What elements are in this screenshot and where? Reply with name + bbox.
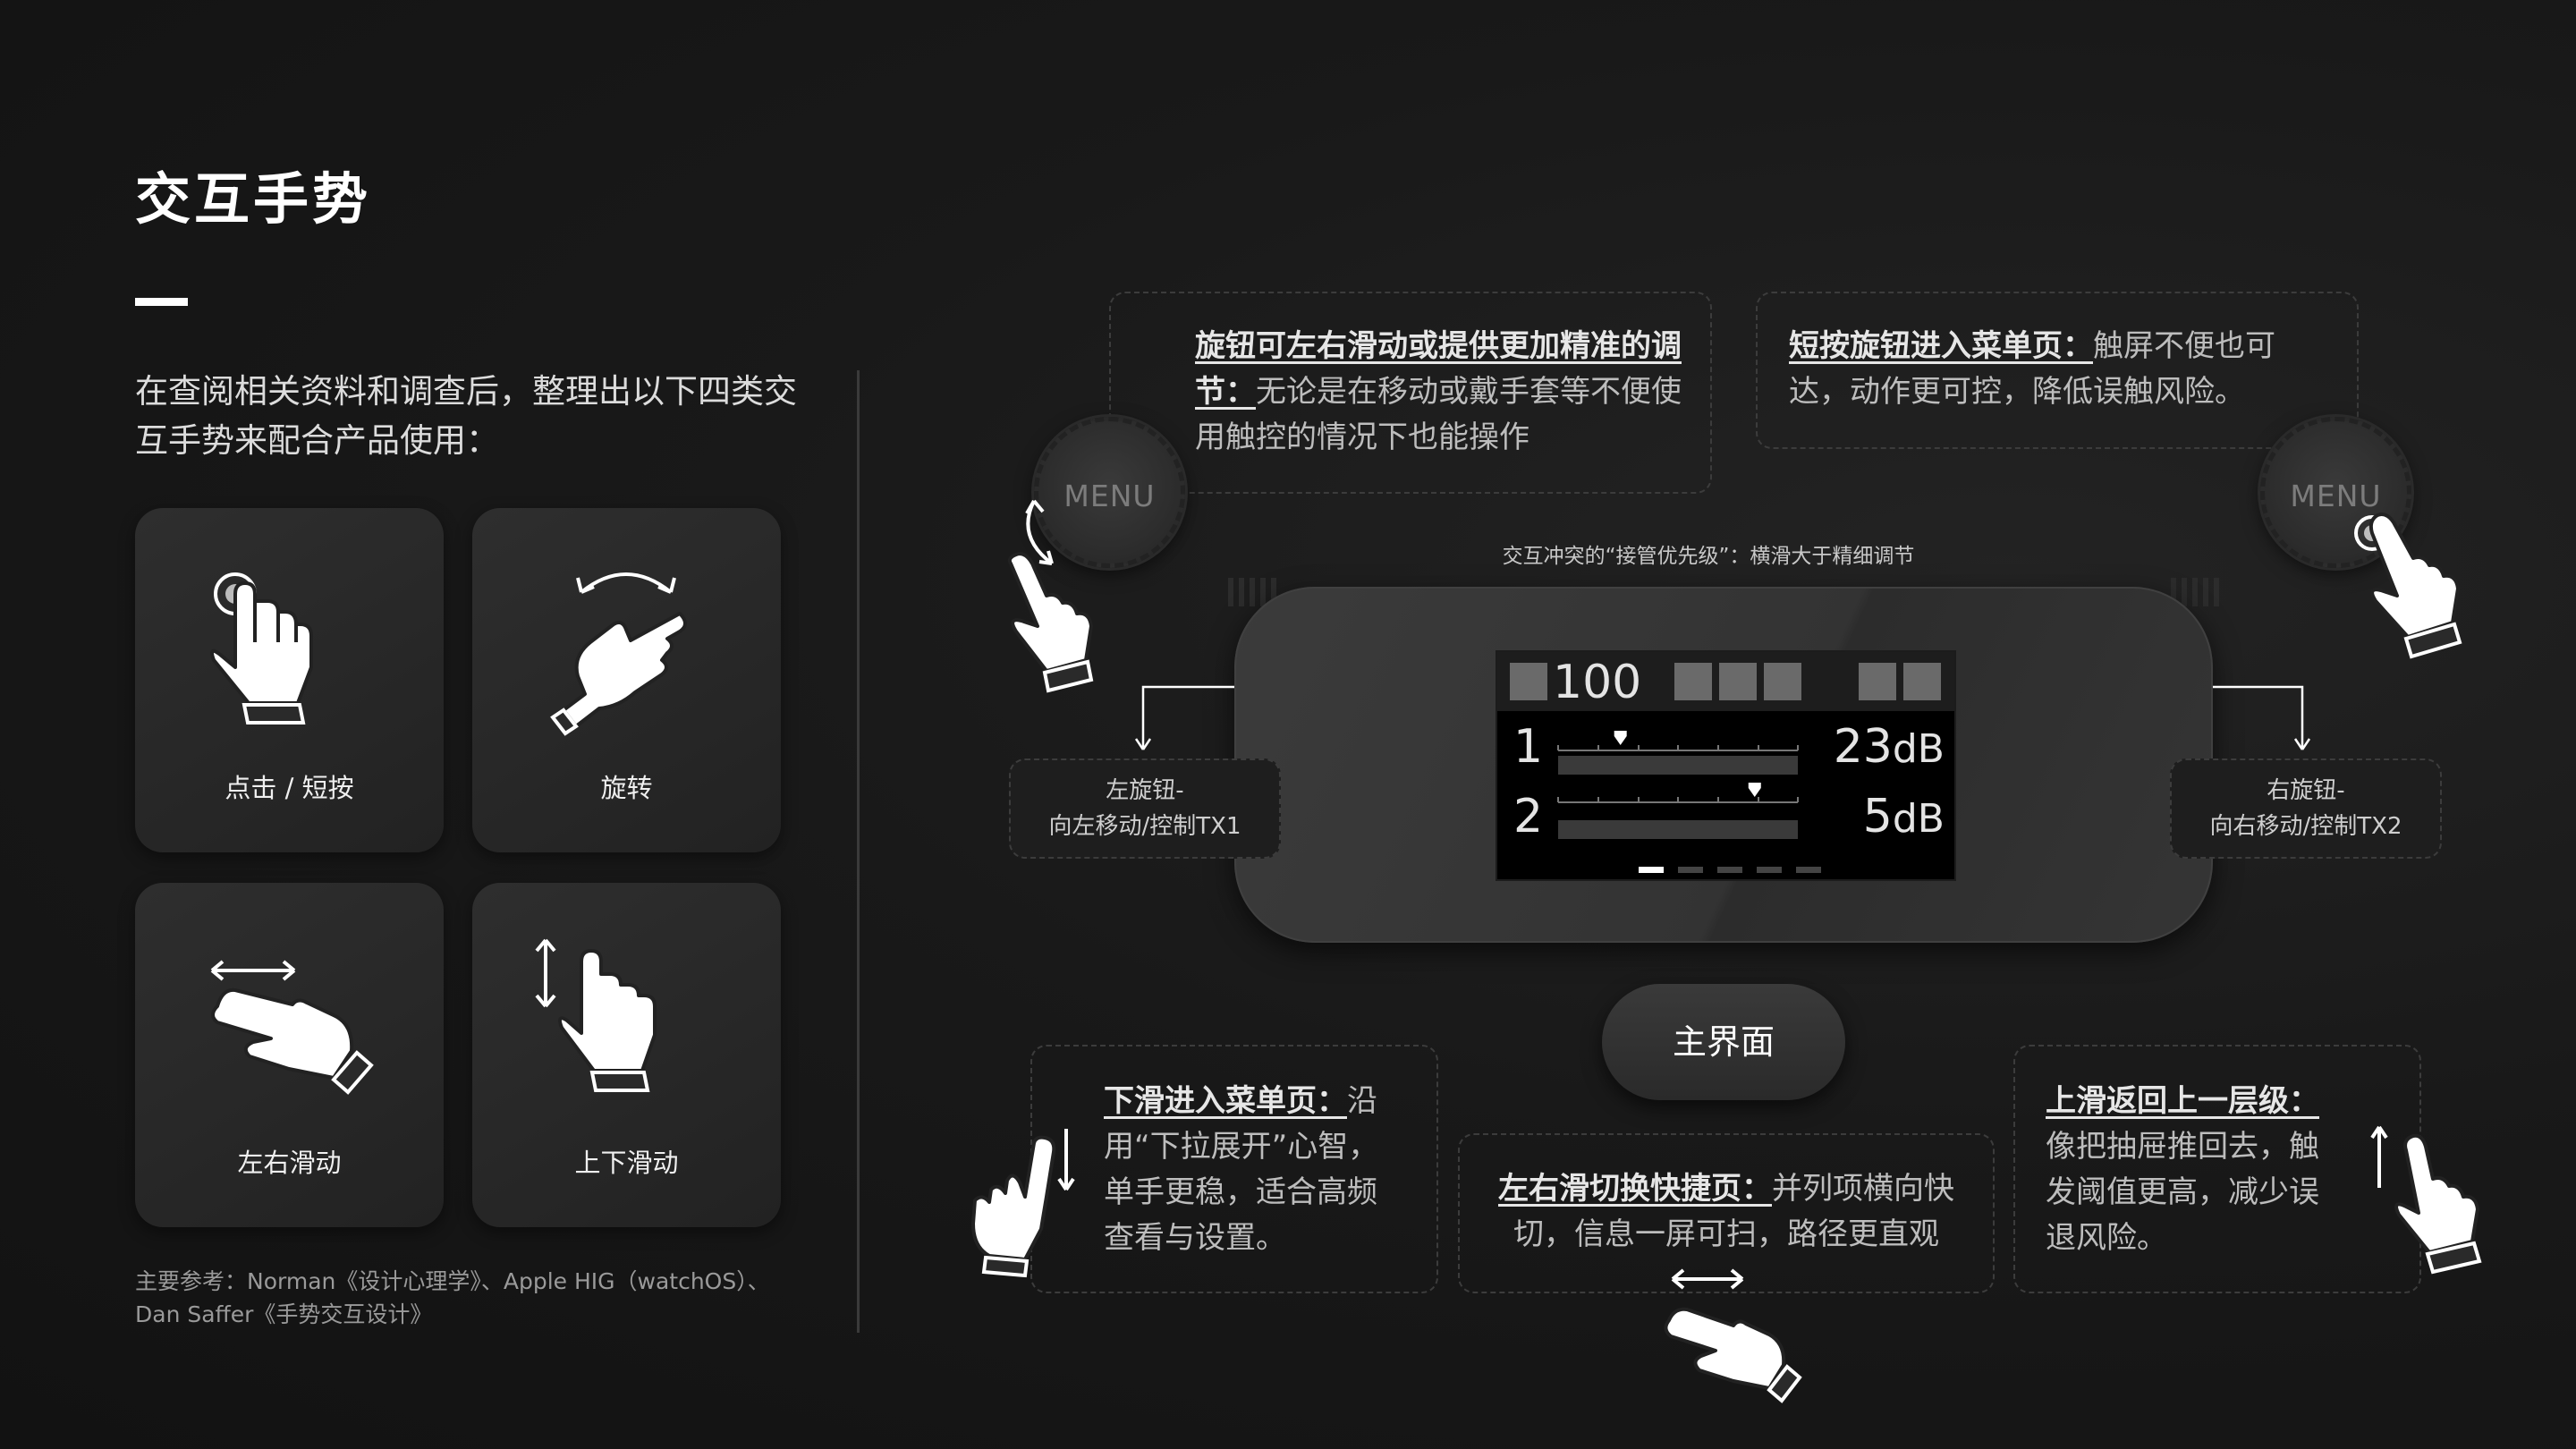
gesture-label-tap: 点击 / 短按 [225, 773, 354, 803]
page-dot [1796, 867, 1821, 873]
annotation-box-swipe-lr [1458, 1133, 1995, 1293]
status-square [1719, 663, 1757, 700]
device-screen[interactable]: 100 1 23dB 2 5dB [1496, 650, 1956, 881]
channel-2-reading: 5dB [1801, 790, 1945, 846]
gesture-card-horizontal-swipe[interactable]: 左右滑动 [135, 883, 444, 1227]
status-square [1859, 663, 1896, 700]
channel-1-unit: dB [1892, 726, 1945, 772]
annotation-knob-press: 短按旋钮进入菜单页：触屏不便也可达，动作更可控，降低误触风险。 [1789, 324, 2290, 415]
channel-2-scale [1557, 783, 1799, 803]
gesture-label-rotate: 旋转 [600, 773, 653, 803]
channel-2-index: 2 [1513, 790, 1544, 843]
annotation-swipe-up: 上滑返回上一层级： 像把抽屉推回去，触发阈值更高，减少误退风险。 [2046, 1079, 2341, 1261]
gesture-card-rotate[interactable]: 旋转 [472, 508, 781, 852]
annotation-knob-rotate: 旋钮可左右滑动或提供更加精准的调节：无论是在移动或戴手套等不便使用触控的情况下也… [1195, 324, 1696, 461]
annotation-swipe-up-heading: 上滑返回上一层级： [2046, 1083, 2319, 1119]
page-dot [1639, 867, 1664, 873]
annotation-knob-press-body: 触屏不便也可达，动作更可控，降低误触风险。 [1789, 328, 2275, 410]
annotation-swipe-up-body: 像把抽屉推回去，触发阈值更高，减少误退风险。 [2046, 1129, 2319, 1256]
vertical-swipe-hand-icon [535, 938, 657, 1092]
page-dot [1717, 867, 1742, 873]
right-knob-label-line2: 向右移动/控制TX2 [2209, 813, 2402, 840]
page-indicator [1639, 867, 1821, 874]
references: 主要参考：Norman《设计心理学》、Apple HIG（watchOS）、Da… [135, 1268, 770, 1327]
left-knob-label-line2: 向左移动/控制TX1 [1048, 813, 1241, 840]
annotation-box-knob-press [1756, 292, 2359, 449]
channel-1-reading: 23dB [1801, 720, 1945, 776]
channel-1-index: 1 [1513, 720, 1544, 774]
rotate-arrow-icon [1025, 499, 1054, 565]
annotation-knob-rotate-body: 无论是在移动或戴手套等不便使用触控的情况下也能操作 [1195, 374, 1682, 455]
gesture-card-vertical-swipe[interactable]: 上下滑动 [472, 883, 781, 1227]
swipe-up-hand-icon [2370, 1125, 2482, 1275]
channel-2-unit: dB [1892, 796, 1945, 842]
annotation-knob-press-heading: 短按旋钮进入菜单页： [1789, 328, 2093, 364]
status-square [1510, 663, 1547, 700]
left-knob-label-line1: 左旋钮- [1106, 777, 1184, 804]
annotation-swipe-down-heading: 下滑进入菜单页： [1104, 1083, 1347, 1119]
channel-1-value: 23 [1833, 720, 1893, 774]
left-knob[interactable]: MENU [1034, 417, 1185, 568]
channel-2-marker [1748, 783, 1761, 797]
annotation-swipe-lr-body: 并列项横向快切，信息一屏可扫，路径更直观 [1513, 1171, 1954, 1252]
right-knob-label-line1: 右旋钮- [2267, 777, 2345, 804]
title-underline [135, 298, 188, 306]
left-knob-label-box: 左旋钮- 向左移动/控制TX1 [1009, 758, 1281, 859]
annotation-box-knob-rotate [1109, 292, 1712, 494]
gesture-label-vertical-swipe: 上下滑动 [574, 1148, 679, 1178]
channel-2-value: 5 [1862, 790, 1893, 843]
right-knob[interactable]: MENU [2260, 417, 2411, 568]
gesture-card-tap[interactable]: 点击 / 短按 [135, 508, 444, 852]
left-knob-rotate-hand-icon [1007, 552, 1094, 693]
right-antenna-grille [2171, 578, 2219, 606]
rotate-hand-icon [550, 572, 687, 736]
page-title: 交互手势 [135, 166, 372, 232]
main-screen-button[interactable]: 主界面 [1602, 984, 1845, 1100]
annotation-swipe-lr: 左右滑切换快捷页：并列项横向快切，信息一屏可扫，路径更直观 [1485, 1166, 1968, 1258]
page-dot [1757, 867, 1782, 873]
channel-1-scale [1557, 731, 1799, 751]
swipe-down-hand-icon [971, 1129, 1075, 1278]
column-divider [857, 370, 860, 1333]
tap-hand-icon [210, 572, 313, 724]
swipe-lr-hand-icon [1664, 1268, 1802, 1403]
horizontal-swipe-hand-icon [210, 960, 374, 1095]
status-square [1903, 663, 1941, 700]
intro-text: 在查阅相关资料和调查后，整理出以下四类交互手势来配合产品使用： [135, 372, 797, 460]
priority-caption: 交互冲突的“接管优先级”：横滑大于精细调节 [1502, 545, 1915, 568]
status-square [1764, 663, 1801, 700]
annotation-swipe-down-body: 沿用“下拉展开”心智，单手更稳，适合高频查看与设置。 [1104, 1083, 1379, 1256]
annotation-swipe-lr-heading: 左右滑切换快捷页： [1498, 1171, 1772, 1207]
screen-top-value: 100 [1553, 656, 1642, 709]
right-knob-connector [2213, 685, 2311, 750]
right-knob-label-box: 右旋钮- 向右移动/控制TX2 [2170, 758, 2442, 859]
channel-2-meter [1558, 820, 1798, 839]
annotation-knob-rotate-heading: 旋钮可左右滑动或提供更加精准的调节： [1195, 328, 1682, 410]
annotation-swipe-down: 下滑进入菜单页：沿用“下拉展开”心智，单手更稳，适合高频查看与设置。 [1104, 1079, 1399, 1261]
right-knob-label: MENU [2290, 479, 2382, 513]
status-square [1674, 663, 1712, 700]
left-knob-label: MENU [1063, 479, 1156, 513]
gesture-label-horizontal-swipe: 左右滑动 [237, 1148, 342, 1178]
channel-1-marker [1614, 731, 1627, 745]
channel-1-meter [1558, 756, 1798, 775]
page-dot [1678, 867, 1703, 873]
right-knob-press-hand-icon [2354, 513, 2462, 659]
left-knob-connector [1134, 685, 1234, 750]
